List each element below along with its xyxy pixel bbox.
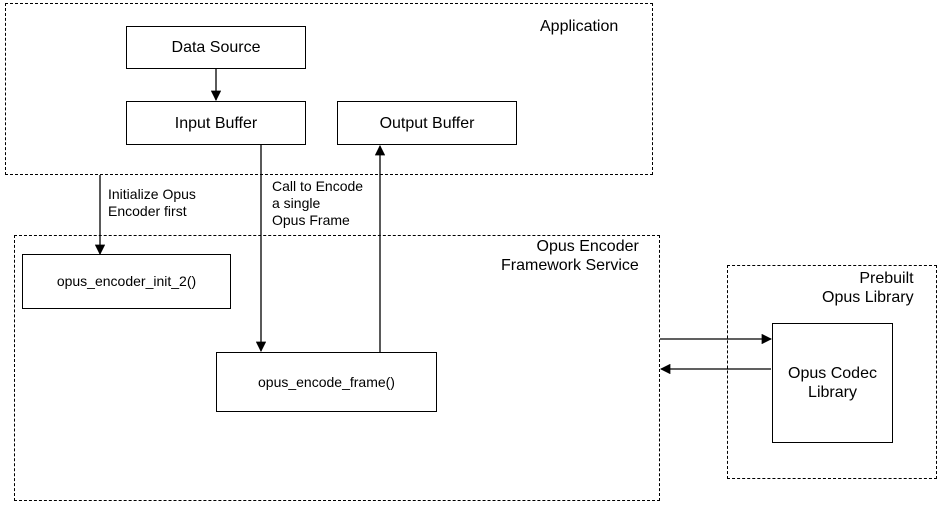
- prebuilt-opus-library-label: Prebuilt Opus Library: [822, 270, 914, 306]
- opus-codec-library-node: Opus Codec Library: [772, 323, 893, 443]
- initialize-opus-encoder-label: Initialize Opus Encoder first: [108, 186, 196, 219]
- input-buffer-node: Input Buffer: [126, 101, 306, 145]
- data-source-node: Data Source: [126, 26, 306, 69]
- opus-encoder-framework-service-region: Opus Encoder Framework Service: [14, 235, 660, 501]
- call-to-encode-label: Call to Encode a single Opus Frame: [272, 178, 364, 228]
- opus-encoder-framework-service-label: Opus Encoder Framework Service: [501, 238, 639, 274]
- application-label: Application: [540, 18, 619, 35]
- application-region: Application: [5, 3, 653, 175]
- prebuilt-opus-library-region: Prebuilt Opus Library: [727, 265, 937, 479]
- opus-encode-frame-node: opus_encode_frame(): [216, 352, 437, 412]
- opus-encoder-init-node: opus_encoder_init_2(): [22, 254, 231, 309]
- output-buffer-node: Output Buffer: [337, 101, 517, 145]
